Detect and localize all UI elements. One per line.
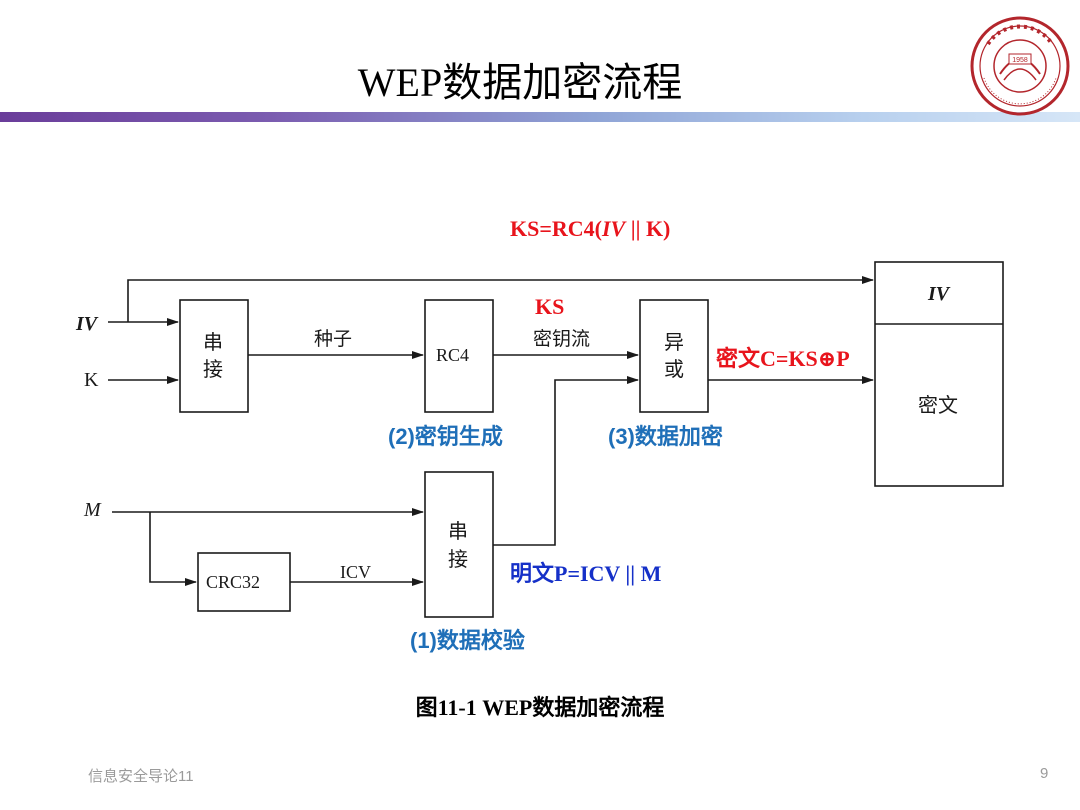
- figure-caption: 图11-1 WEP数据加密流程: [415, 695, 665, 720]
- concat-box-top: [179, 299, 249, 413]
- svg-text:1958: 1958: [1012, 57, 1028, 64]
- xor-char-2: 或: [664, 359, 684, 381]
- rc4-label: RC4: [436, 345, 470, 365]
- m-to-crc-arrow: [149, 512, 197, 586]
- concat-box-bottom: [424, 471, 494, 618]
- title-divider: [0, 112, 1080, 122]
- iv-input-label: IV: [76, 313, 98, 335]
- k-input-label: K: [84, 369, 99, 391]
- output-frame-box: [874, 261, 1004, 487]
- iv-bypass-arrow: [127, 276, 874, 322]
- xor-box: [639, 299, 709, 413]
- xor-char-1: 异: [664, 332, 684, 354]
- step2-label: (2)密钥生成: [388, 424, 503, 449]
- keystream-label: 密钥流: [533, 329, 591, 350]
- ks-label: KS: [535, 294, 565, 319]
- concat-top-char-2: 接: [203, 359, 223, 381]
- concat-top-char-1: 串: [203, 332, 223, 354]
- ks-formula: KS=RC4(IV || K): [510, 216, 671, 241]
- crc32-label: CRC32: [206, 572, 261, 592]
- cipher-formula: 密文C=KS⊕P: [716, 346, 850, 371]
- plaintext-arrow: [493, 376, 639, 546]
- output-iv-label: IV: [928, 283, 950, 305]
- rc4-box: [424, 299, 494, 413]
- plaintext-formula: 明文P=ICV || M: [510, 561, 662, 586]
- university-seal-logo: 1958: [970, 16, 1070, 116]
- page-number: 9: [1040, 765, 1049, 782]
- m-input-label: M: [84, 499, 101, 521]
- page-title: WEP数据加密流程: [357, 60, 683, 105]
- seed-label: 种子: [314, 329, 353, 350]
- step1-label: (1)数据校验: [410, 628, 525, 653]
- concat-bottom-char-2: 接: [448, 549, 468, 571]
- footer-course-name: 信息安全导论11: [88, 768, 194, 785]
- output-cipher-label: 密文: [918, 395, 958, 417]
- step3-label: (3)数据加密: [608, 424, 723, 449]
- icv-label: ICV: [340, 562, 371, 582]
- concat-bottom-char-1: 串: [448, 521, 468, 543]
